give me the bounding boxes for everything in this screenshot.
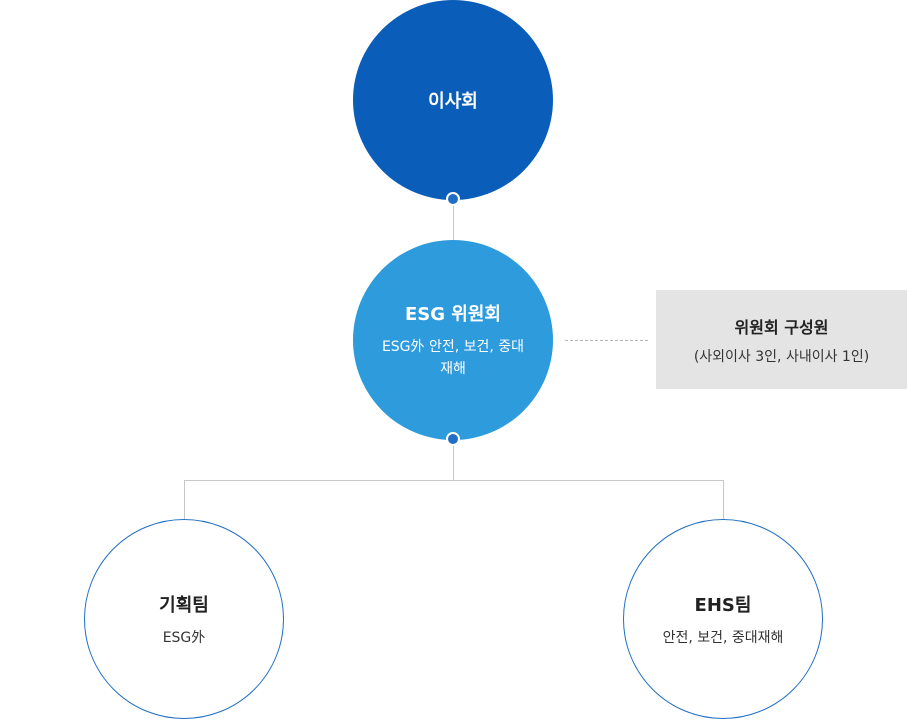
ehs-team-desc: 안전, 보건, 중대재해 [662,630,784,646]
ehs-team-node: EHS팀 안전, 보건, 중대재해 [623,519,823,719]
committee-desc: ESG外 안전, 보건, 중대재해 [381,339,525,377]
committee-title: ESG 위원회 [405,304,501,325]
committee-members-box: 위원회 구성원 (사외이사 3인, 사내이사 1인) [656,290,907,389]
planning-team-connector [184,480,185,519]
members-desc: (사외이사 3인, 사내이사 1인) [693,348,870,365]
planning-team-node: 기획팀 ESG外 [84,519,284,719]
board-connector-dot [446,192,460,206]
ehs-team-connector [723,480,724,519]
board-node: 이사회 [353,0,553,200]
committee-stem-connector [453,440,454,480]
members-title: 위원회 구성원 [734,317,829,337]
board-title: 이사회 [428,91,478,112]
ehs-team-title: EHS팀 [694,595,752,616]
members-dashed-connector [565,340,648,341]
planning-team-desc: ESG外 [162,630,206,646]
esg-committee-node: ESG 위원회 ESG外 안전, 보건, 중대재해 [353,240,553,440]
planning-team-title: 기획팀 [159,595,209,616]
teams-horizontal-connector [184,480,723,481]
board-committee-connector [453,200,454,240]
committee-connector-dot [446,432,460,446]
